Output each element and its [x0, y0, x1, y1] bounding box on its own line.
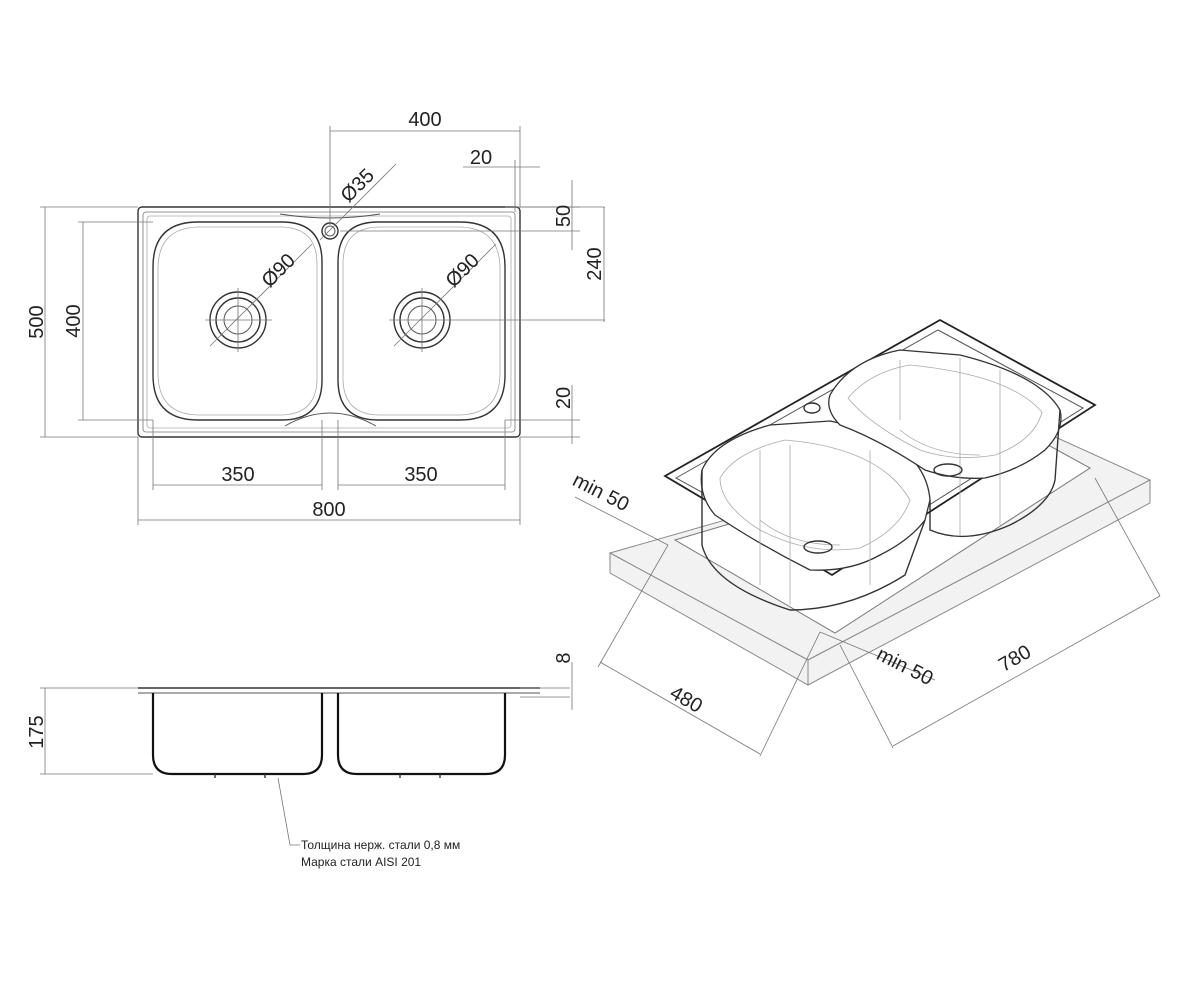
side-right-bowl — [336, 693, 507, 776]
dim-min-50-left: min 50 — [569, 469, 632, 516]
dim-total-depth-500: 500 — [26, 305, 48, 338]
tap-hole — [321, 222, 339, 240]
dim-bowl-left-350: 350 — [221, 464, 254, 486]
dim-depth-175: 175 — [26, 715, 48, 748]
sink-outline — [137, 206, 521, 438]
dim-drain-left: Ø90 — [258, 250, 300, 292]
dim-cut-depth-480: 480 — [666, 682, 706, 718]
iso-view: min 50 min 50 480 780 — [569, 318, 1161, 757]
drain-left — [205, 288, 272, 352]
dim-rim-height-8: 8 — [553, 652, 575, 663]
right-bowl-outline — [337, 221, 506, 421]
dim-bowl-depth-400: 400 — [63, 304, 85, 337]
side-left-bowl — [151, 693, 324, 776]
iso-left-bowl — [700, 420, 931, 571]
side-view: 8 175 Толщина нерж. стали 0,8 мм Марка с… — [26, 652, 575, 869]
iso-right-bowl — [828, 349, 1062, 479]
dim-rim-20: 20 — [553, 387, 575, 409]
top-view: 400 20 Ø35 50 Ø90 Ø90 240 500 400 20 350… — [26, 109, 606, 525]
dim-bowl-right-350: 350 — [404, 464, 437, 486]
note-thickness: Толщина нерж. стали 0,8 мм — [301, 838, 460, 852]
dim-width-400: 400 — [408, 109, 441, 131]
dim-drain-right: Ø90 — [442, 250, 484, 292]
dim-depth-240: 240 — [584, 247, 606, 280]
left-bowl-outline — [152, 221, 323, 421]
dim-min-50-right: min 50 — [873, 643, 936, 690]
dim-total-width-800: 800 — [312, 499, 345, 521]
dim-offset-50: 50 — [553, 205, 575, 227]
dim-offset-20: 20 — [470, 147, 492, 169]
drain-right — [389, 288, 605, 352]
dim-tap-hole-35: Ø35 — [337, 165, 379, 207]
note-steel-grade: Марка стали AISI 201 — [301, 855, 421, 869]
dim-cut-width-780: 780 — [995, 641, 1035, 677]
